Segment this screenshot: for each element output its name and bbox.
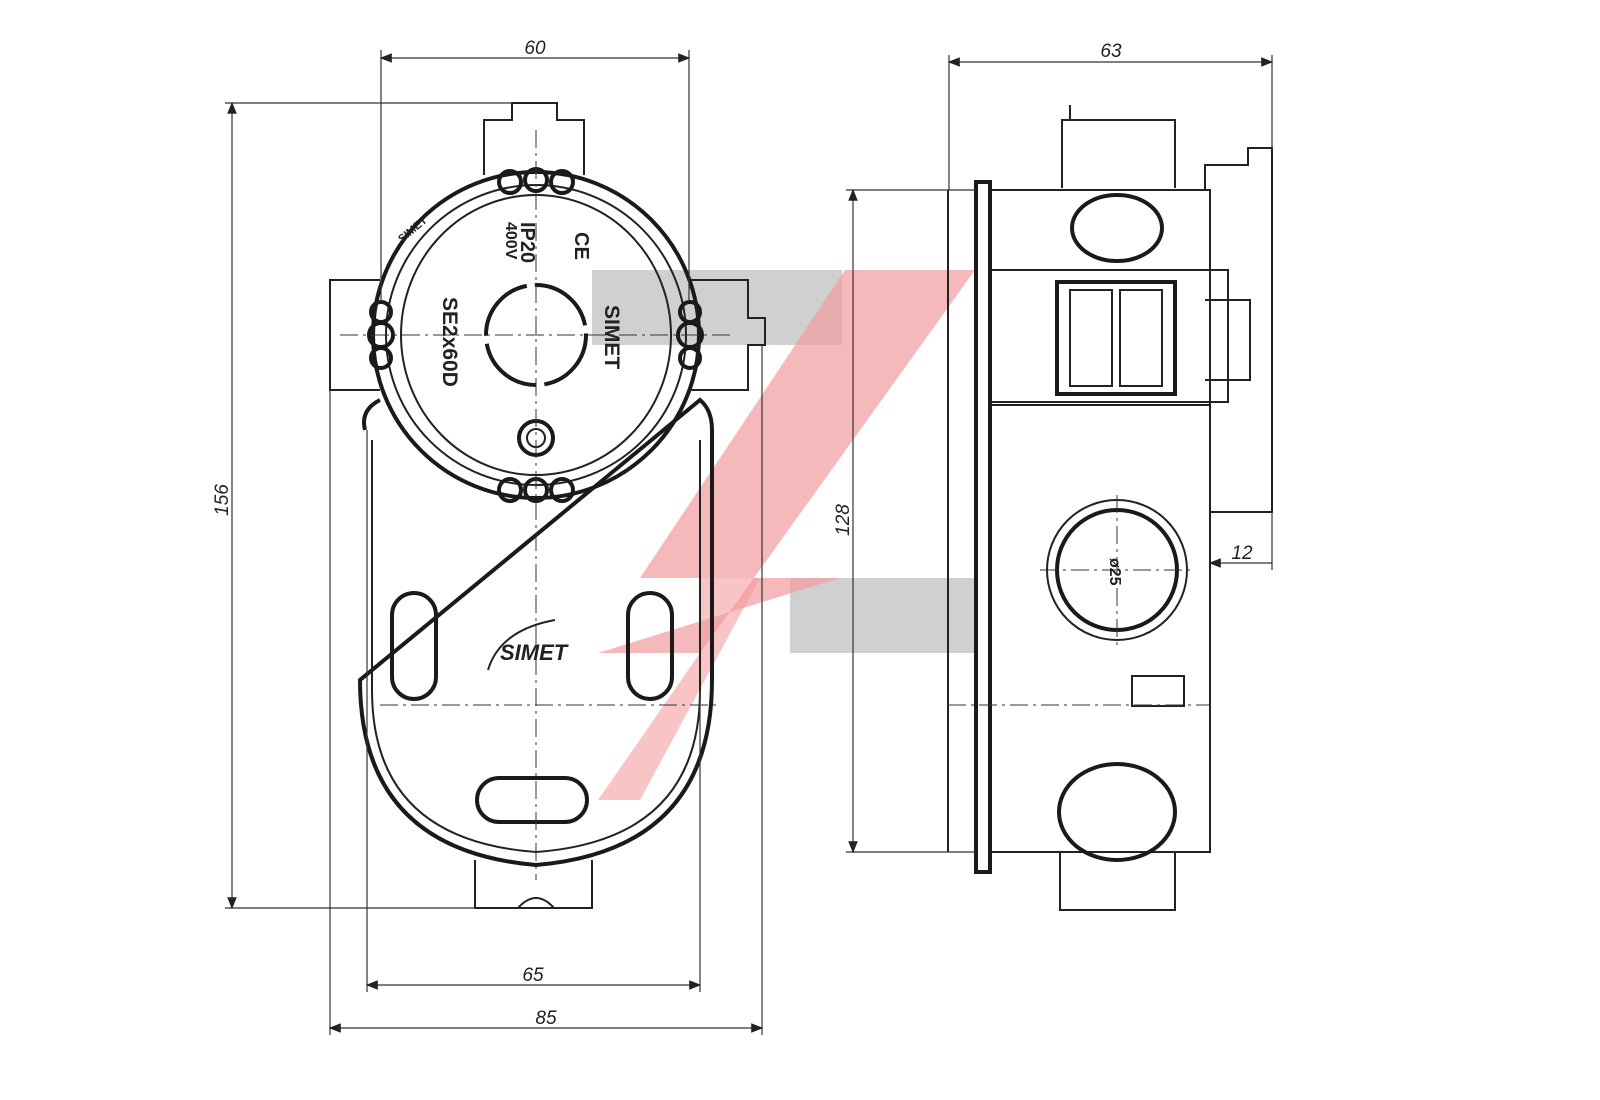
brand-marking-ring: SIMET xyxy=(396,214,430,245)
side-latch xyxy=(1131,675,1185,707)
voltage-marking: 400V xyxy=(502,222,519,260)
side-top-tab xyxy=(1061,105,1176,188)
right-side-tab xyxy=(690,279,766,391)
hole-diameter-label: ø25 xyxy=(1106,558,1123,586)
screw-cluster-left xyxy=(367,300,395,370)
terminal-slot-2 xyxy=(1119,289,1163,387)
dimension-63: 63 xyxy=(947,41,1274,190)
side-view: ø25 63 128 12 xyxy=(833,41,1274,911)
dim-label-156: 156 xyxy=(212,484,233,516)
side-rear-clip xyxy=(1205,299,1251,381)
bottom-entry-tab xyxy=(474,860,593,909)
watermark-red-bolt xyxy=(598,270,975,653)
front-view: IP20 400V CE SE2x60D SIMET SIMET SIMET 6… xyxy=(212,38,766,1035)
watermark-gray-bar-bottom xyxy=(790,578,975,653)
dim-label-63: 63 xyxy=(1100,41,1122,62)
dim-label-65: 65 xyxy=(522,965,544,986)
slot-right xyxy=(626,591,674,701)
front-flange xyxy=(974,180,992,874)
side-body-outline xyxy=(947,189,1211,853)
knockout-bottom xyxy=(1057,762,1177,862)
dimension-156: 156 xyxy=(212,101,512,910)
terminal-block xyxy=(1055,280,1177,396)
terminal-slot-1 xyxy=(1069,289,1113,387)
watermark-gray-bar-top xyxy=(592,270,842,345)
logo-swoosh xyxy=(487,619,556,671)
dimension-128: 128 xyxy=(833,188,976,854)
dim-label-85: 85 xyxy=(535,1008,557,1029)
simet-logo: SIMET xyxy=(500,640,569,665)
dimension-60: 60 xyxy=(379,38,691,300)
model-marking: SE2x60D xyxy=(438,297,461,387)
screw-cluster-right xyxy=(676,300,704,370)
brand-marking-plate: SIMET xyxy=(600,305,623,369)
bottom-tab-notch xyxy=(517,897,555,909)
top-entry-tab xyxy=(483,102,585,175)
side-bottom-tab xyxy=(1059,852,1176,911)
dimension-85: 85 xyxy=(328,345,764,1035)
dim-label-12: 12 xyxy=(1231,543,1253,564)
side-rear-ledge xyxy=(1204,147,1273,513)
ce-marking: CE xyxy=(570,232,592,260)
dimension-12: 12 xyxy=(1208,512,1273,570)
ip-rating-marking: IP20 xyxy=(516,222,538,263)
watermark xyxy=(592,270,975,800)
slot-bottom xyxy=(475,776,589,824)
side-middle-section xyxy=(990,269,1229,406)
dim-label-60: 60 xyxy=(524,38,546,59)
dim-label-128: 128 xyxy=(833,504,854,536)
slot-left xyxy=(390,591,438,701)
knockout-top xyxy=(1070,193,1164,263)
watermark-red-tail xyxy=(598,578,760,800)
left-side-tab xyxy=(329,279,380,391)
dimension-65: 65 xyxy=(365,430,702,992)
box-body-outline xyxy=(357,397,714,868)
